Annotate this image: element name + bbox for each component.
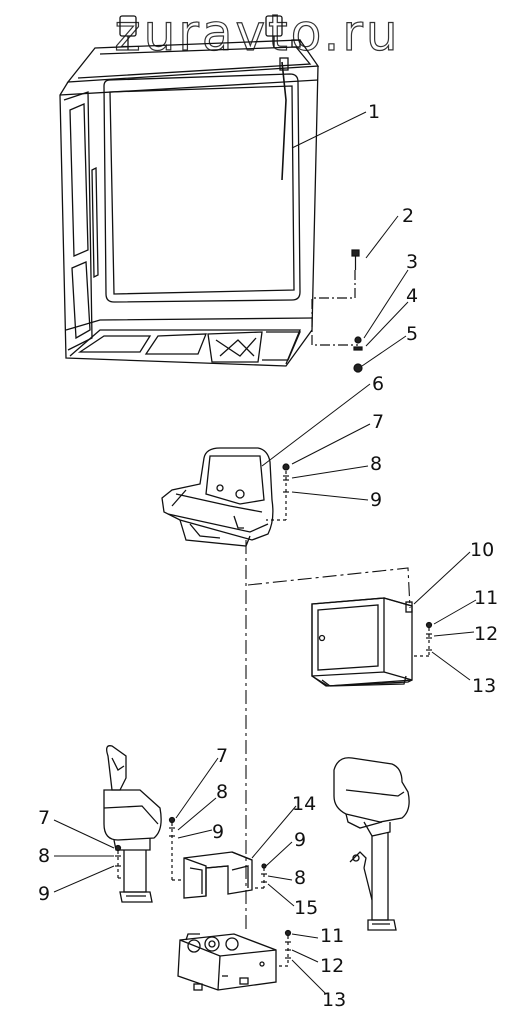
seat-assembly [161, 447, 274, 547]
callout-1: 1 [368, 101, 380, 123]
callout-12-base: 12 [320, 955, 344, 977]
cab-fasteners [311, 249, 363, 373]
callout-13-base: 13 [322, 989, 346, 1011]
right-console [333, 757, 410, 931]
callout-2: 2 [402, 205, 414, 227]
callout-3: 3 [406, 251, 418, 273]
box-fasteners-upper [413, 621, 433, 657]
assembly-leader-lines [245, 540, 411, 930]
callout-8-joystick: 8 [38, 845, 50, 867]
callout-11-base: 11 [320, 925, 344, 947]
callout-labels: 1 2 3 4 5 6 7 8 9 10 11 12 13 7 8 9 7 8 … [38, 101, 498, 1011]
callout-10: 10 [470, 539, 494, 561]
mounting-bracket [183, 851, 253, 899]
control-box [311, 597, 413, 687]
callout-8-bracket: 8 [216, 781, 228, 803]
callout-9-joystick: 9 [38, 883, 50, 905]
callout-9-right: 9 [294, 829, 306, 851]
callout-8-right: 8 [294, 867, 306, 889]
callout-13-box: 13 [472, 675, 496, 697]
watermark: zuravto.ru [114, 3, 401, 62]
callout-12-box: 12 [474, 623, 498, 645]
callout-7-joystick: 7 [38, 807, 50, 829]
callout-7-seat: 7 [372, 411, 384, 433]
joystick-left [103, 745, 162, 903]
callout-14: 14 [292, 793, 316, 815]
callout-11-box: 11 [474, 587, 498, 609]
callout-8-seat: 8 [370, 453, 382, 475]
callout-9-seat: 9 [370, 489, 382, 511]
cab-assembly [59, 15, 320, 367]
callout-9-bracket: 9 [212, 821, 224, 843]
seat-fasteners [266, 463, 290, 521]
base-fasteners [276, 929, 292, 967]
callout-leaders [53, 111, 477, 995]
callout-4: 4 [406, 285, 418, 307]
bracket-fasteners [168, 816, 267, 889]
callout-5: 5 [406, 323, 418, 345]
callout-15: 15 [294, 897, 318, 919]
callout-7-bracket: 7 [216, 745, 228, 767]
seat-base-box [177, 933, 277, 991]
callout-6: 6 [372, 373, 384, 395]
joystick-left-fasteners [114, 844, 124, 879]
